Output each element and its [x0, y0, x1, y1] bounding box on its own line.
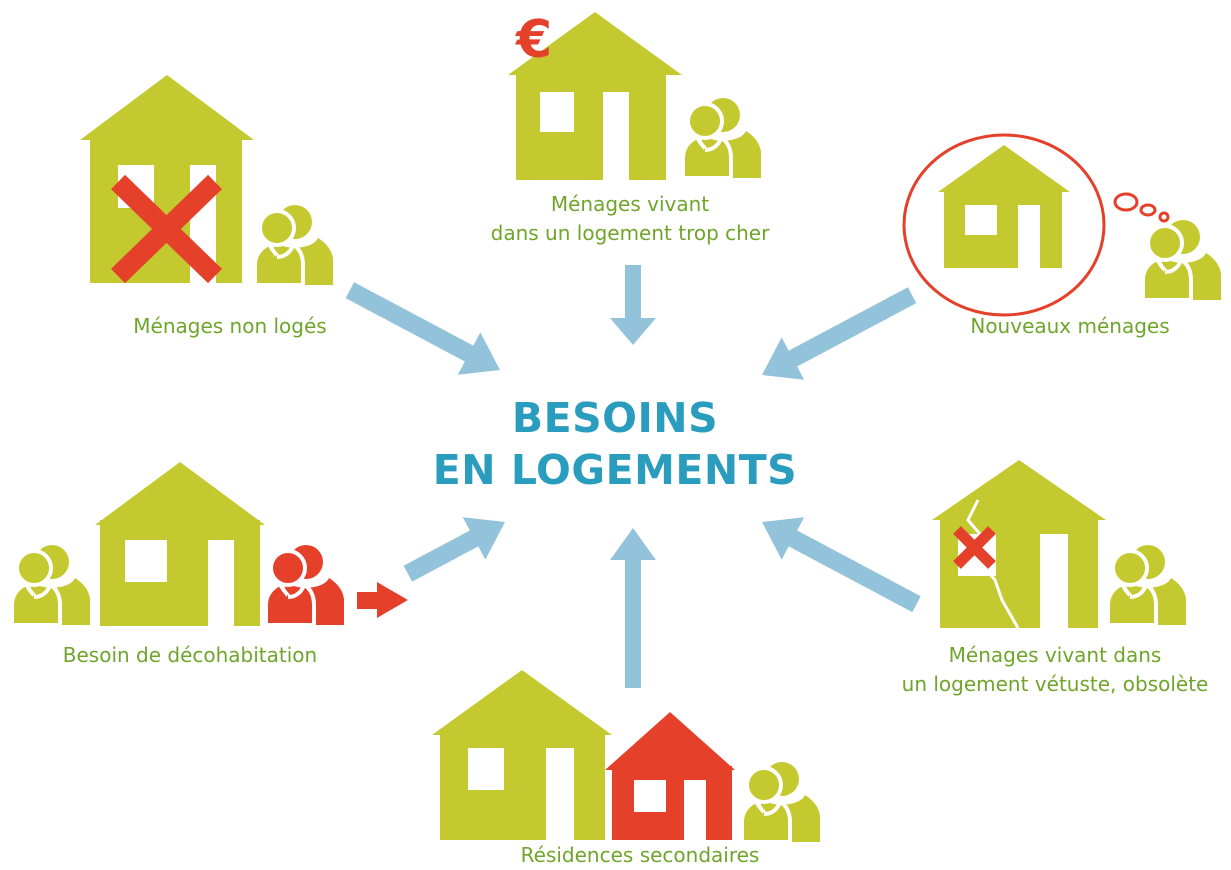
euro-icon: €: [516, 10, 553, 70]
house-decohab-window: [125, 540, 167, 582]
house-secondary-green-door: [546, 748, 574, 842]
arrow-from-top: [610, 265, 656, 345]
people-icon-new: [1141, 218, 1223, 302]
house-decohab-icon: [95, 462, 265, 626]
people-icon-secondary: [740, 760, 822, 844]
label-trop-cher-line2: dans un logement trop cher: [490, 221, 770, 245]
house-new-door: [1018, 205, 1040, 270]
label-decohabitation: Besoin de décohabitation: [40, 641, 340, 670]
label-vetuste-line1: Ménages vivant dans: [948, 643, 1162, 667]
arrow-from-right: [762, 517, 921, 613]
arrow-from-top-right: [762, 287, 917, 380]
label-decohabitation-text: Besoin de décohabitation: [62, 643, 318, 667]
label-non-loges: Ménages non logés: [105, 312, 355, 341]
label-nouveaux: Nouveaux ménages: [950, 312, 1190, 341]
people-icon-decohab-red: [264, 543, 346, 627]
label-vetuste-line2: un logement vétuste, obsolète: [901, 672, 1209, 696]
house-new-icon: [938, 145, 1070, 268]
label-secondaires-text: Résidences secondaires: [520, 843, 760, 867]
label-secondaires: Résidences secondaires: [500, 841, 780, 870]
label-trop-cher: Ménages vivant dans un logement trop che…: [480, 190, 780, 248]
house-expensive-door: [603, 92, 629, 182]
house-expensive-icon: [508, 12, 682, 180]
label-trop-cher-line1: Ménages vivant: [550, 192, 710, 216]
title-line-2: EN LOGEMENTS: [432, 446, 798, 494]
cross-icon: [111, 174, 222, 284]
label-vetuste: Ménages vivant dans un logement vétuste,…: [890, 641, 1220, 699]
house-secondary-green-icon: [432, 670, 612, 840]
cross-vetuste-icon: [953, 526, 996, 569]
label-nouveaux-text: Nouveaux ménages: [970, 314, 1170, 338]
house-secondary-red-icon: [605, 712, 735, 840]
people-icon-expensive: [681, 96, 763, 180]
crack-icon: [966, 499, 1020, 629]
house-non-loges-icon: [80, 75, 254, 283]
house-secondary-green-window: [468, 748, 504, 790]
arrow-from-bottom: [610, 528, 656, 688]
house-new-window: [965, 205, 997, 235]
house-vetuste-door: [1040, 534, 1068, 629]
people-icon-decohab-left: [10, 543, 92, 627]
label-non-loges-text: Ménages non logés: [133, 314, 327, 338]
arrow-right-icon: [357, 582, 408, 618]
house-decohab-door: [208, 540, 234, 628]
arrow-from-top-left: [345, 282, 500, 375]
title-line-1: BESOINS: [511, 394, 719, 442]
people-icon-non-loges: [253, 203, 335, 287]
diagram-title: BESOINS EN LOGEMENTS: [415, 392, 815, 496]
thought-circle: [902, 133, 1106, 317]
house-expensive-window: [540, 92, 574, 132]
house-secondary-red-window: [634, 780, 666, 812]
people-icon-vetuste: [1106, 543, 1188, 627]
arrow-from-left: [403, 517, 505, 582]
house-secondary-red-door: [684, 780, 706, 842]
thought-bubbles-icon: [1113, 192, 1170, 223]
